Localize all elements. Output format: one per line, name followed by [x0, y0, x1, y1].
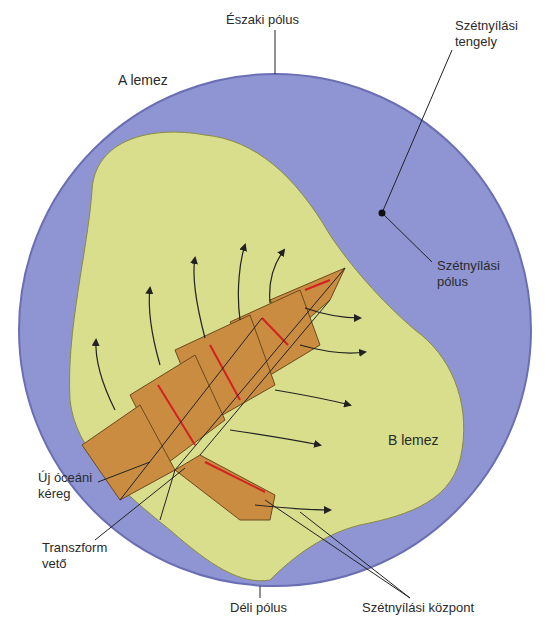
pole-label: Szétnyílási pólus: [437, 258, 517, 289]
new-oceanic-crust: [82, 268, 345, 520]
plate-label: B lemez: [388, 432, 439, 449]
globe: [19, 74, 531, 586]
plate-label: A lemez: [118, 72, 168, 89]
north-pole-label: Északi pólus: [226, 12, 299, 28]
spreading-pole-dot: [379, 210, 386, 217]
center-label: Szétnyílási központ: [362, 600, 474, 616]
motion-arrows: [96, 245, 365, 510]
plates: [70, 132, 464, 581]
axis-label: Szétnyílási tengely: [455, 18, 535, 49]
leader-lines: [95, 30, 452, 598]
transform-faults: [120, 268, 345, 520]
fault-label: Transzform vető: [42, 540, 114, 571]
south-pole-label: Déli pólus: [230, 600, 287, 616]
crust-label: Új óceáni kéreg: [38, 470, 98, 501]
